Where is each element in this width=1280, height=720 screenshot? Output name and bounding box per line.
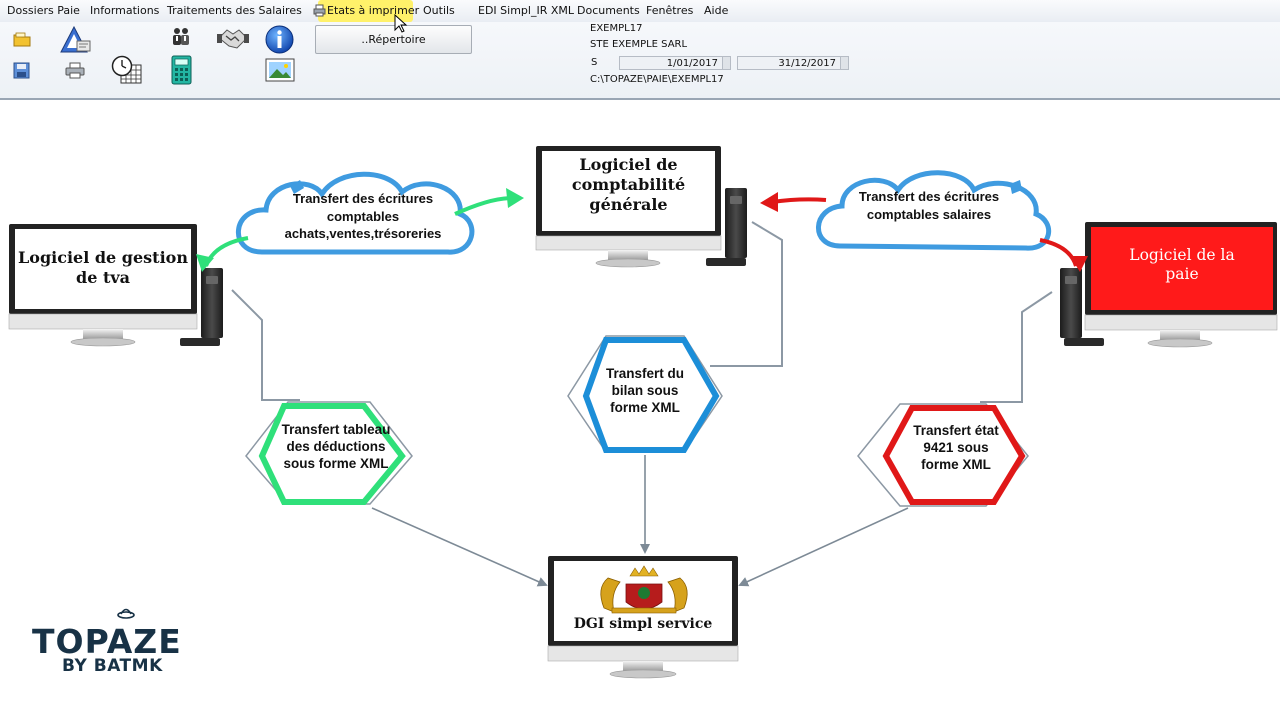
end-date-spinner[interactable]: [840, 56, 849, 70]
mouse-cursor-icon: [394, 14, 408, 33]
cloud-left-notch: [290, 180, 304, 194]
menu-aide[interactable]: Aide: [704, 4, 729, 17]
compta-software-label: Logiciel de comptabilité générale: [571, 155, 686, 214]
cloud-right: [816, 170, 1052, 251]
hex-right-label: Transfert état 9421 sous forme XML: [913, 423, 999, 472]
handshake-icon[interactable]: [217, 24, 249, 52]
arrow-right-to-dgi: [738, 507, 909, 587]
cloud-left: [235, 171, 475, 255]
arrow-left-to-dgi: [371, 507, 548, 587]
repertoire-button[interactable]: ..Répertoire: [315, 25, 472, 54]
menu-outils[interactable]: Outils: [423, 4, 455, 17]
cloud-right-label: Transfert des écritures comptables salai…: [858, 189, 1000, 222]
menu-traitements-salaires[interactable]: Traitements des Salaires: [167, 4, 302, 17]
print-icon[interactable]: [65, 62, 85, 79]
hex-left: [245, 401, 413, 505]
diagram-canvas: [8, 146, 1278, 679]
brand-ufo-icon: [117, 608, 135, 619]
cloud-right-notch: [1010, 180, 1022, 194]
red-arrowhead-left: [760, 192, 778, 212]
hex-right: [857, 403, 1029, 507]
start-date-field[interactable]: 1/01/2017: [619, 56, 731, 70]
wizard-icon[interactable]: [60, 25, 92, 55]
menu-dossiers-paie[interactable]: Dossiers Paie: [7, 4, 80, 17]
company-path: C:\TOPAZE\PAIE\EXEMPL17: [590, 74, 724, 85]
toolbar: ..Répertoire EXEMPL17 STE EXEMPLE SARL S…: [0, 22, 1280, 100]
connector-compta-hex: [710, 221, 783, 367]
cloud-left-label: Transfert des écritures comptables achat…: [284, 191, 442, 242]
monitor-tva: [8, 224, 223, 347]
save-icon[interactable]: [13, 62, 30, 79]
hex-center-label: Transfert du bilan sous forme XML: [605, 366, 684, 415]
monitor-paie: [1060, 222, 1278, 348]
connector-paie-hex: [980, 291, 1053, 403]
brand-logo: TOPAZE: [32, 622, 182, 661]
info-icon[interactable]: [265, 25, 294, 54]
menu-fenetres[interactable]: Fenêtres: [646, 4, 694, 17]
printer-small-icon: [313, 4, 326, 17]
red-arrowhead-down: [1070, 256, 1088, 272]
monitor-comptabilite: [535, 146, 747, 268]
green-arrowhead-right: [506, 188, 524, 208]
hex-left-label: Transfert tableau des déductions sous fo…: [281, 422, 391, 471]
end-date-field[interactable]: 31/12/2017: [737, 56, 849, 70]
company-name: STE EXEMPLE SARL: [590, 39, 688, 50]
connector-tva-hex: [231, 289, 300, 401]
start-date-spinner[interactable]: [722, 56, 731, 70]
period-label: S: [591, 57, 598, 68]
menu-bar: Dossiers Paie Informations Traitements d…: [0, 0, 1280, 23]
menu-edi-simpl-ir[interactable]: EDI Simpl_IR XML: [478, 4, 574, 17]
employees-icon[interactable]: [170, 27, 192, 47]
brand-tagline: BY BATMK: [62, 656, 163, 676]
image-icon[interactable]: [265, 58, 295, 82]
folder-icon[interactable]: [13, 32, 31, 47]
clock-calendar-icon[interactable]: [111, 55, 143, 85]
menu-informations[interactable]: Informations: [90, 4, 160, 17]
calculator-icon[interactable]: [171, 55, 192, 85]
dgi-service-label: DGI simpl service: [573, 616, 713, 632]
green-arrowhead-down: [196, 254, 214, 272]
hex-center: [567, 335, 723, 453]
menu-highlight: [318, 0, 413, 22]
tva-software-label: Logiciel de gestion de tva: [18, 248, 188, 287]
menu-documents[interactable]: Documents: [577, 4, 640, 17]
coat-of-arms-icon: [600, 565, 688, 614]
menu-etats-imprimer[interactable]: Etats à imprimer: [327, 4, 420, 17]
company-code: EXEMPL17: [590, 23, 643, 34]
paie-software-label: Logiciel de la paie: [1129, 246, 1235, 284]
